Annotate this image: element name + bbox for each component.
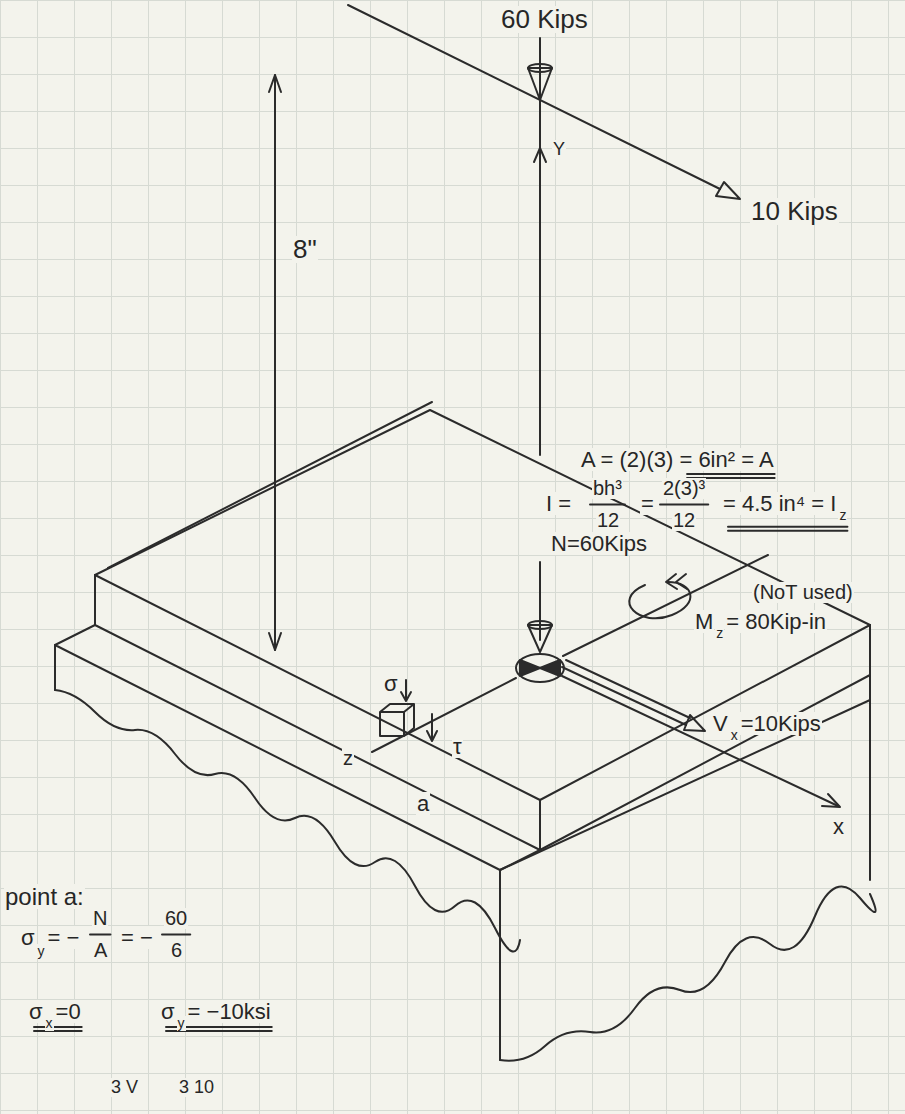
- z-axis: [563, 555, 768, 656]
- load-label: 60 Kips: [500, 6, 589, 33]
- moment-label: = 80Kip-in: [725, 610, 827, 633]
- subscript: z: [838, 508, 847, 523]
- slab-edge: [54, 645, 56, 690]
- force-label: N=60Kips: [550, 532, 648, 555]
- underline: [687, 473, 775, 475]
- heading: point a:: [4, 884, 85, 909]
- axis-label: x: [832, 815, 845, 838]
- section-point: [516, 654, 564, 682]
- moment-symbol: [676, 574, 687, 589]
- fraction-numerator: N: [92, 908, 108, 929]
- load-arrowhead: [528, 64, 552, 72]
- fraction-numerator: 2(3)³: [662, 478, 706, 499]
- result: = −10ksi: [187, 1000, 272, 1023]
- force-label: =10Kips: [740, 712, 822, 735]
- axis-label: z: [342, 748, 354, 769]
- fraction-numerator: 60: [164, 908, 188, 929]
- fraction-bar: [660, 504, 708, 506]
- slab-edge: [499, 870, 501, 1060]
- fraction-bar: [162, 934, 190, 936]
- equation: = −: [47, 926, 81, 949]
- underline: [728, 530, 847, 532]
- shear-load-line: [348, 5, 720, 189]
- force-label: V: [712, 712, 729, 735]
- subscript: z: [715, 626, 724, 641]
- dimension-label: 8": [292, 236, 318, 263]
- equation: σ: [20, 926, 36, 949]
- moment-label: M: [694, 610, 714, 633]
- moment-symbol: [629, 582, 690, 618]
- underline: [34, 1026, 82, 1028]
- equation: =: [640, 492, 655, 515]
- load-label: 10 Kips: [750, 198, 839, 225]
- block-edge: [95, 410, 870, 625]
- dimension-arrow: [269, 633, 281, 650]
- fraction-denominator: 12: [672, 510, 696, 531]
- dimension-line: [274, 75, 276, 650]
- underline: [728, 526, 847, 528]
- stress-symbol: σ: [383, 672, 399, 695]
- axis-label: Y: [552, 140, 566, 159]
- dimension-arrow: [269, 75, 281, 92]
- section-point: [520, 660, 560, 676]
- shear-force-arrow: [562, 660, 690, 725]
- result: σ: [160, 1000, 176, 1023]
- fraction-numerator: bh³: [592, 478, 623, 499]
- subscript: y: [37, 944, 46, 959]
- normal-force-arrowhead: [528, 621, 552, 629]
- result: σ: [28, 1000, 44, 1023]
- note: (NoT used): [752, 582, 854, 603]
- slab-edge: [55, 625, 540, 870]
- x-axis-arrow: [822, 794, 840, 807]
- block-edge: [95, 575, 870, 850]
- subscript: x: [45, 1016, 54, 1031]
- y-axis-arrow: [534, 148, 546, 162]
- equation: 3 V: [110, 1078, 139, 1097]
- equation: = 4.5 in⁴ = I: [722, 492, 837, 515]
- slab-edge: [500, 700, 870, 870]
- shear-force-arrowhead: [684, 715, 705, 731]
- equation: A = (2)(3) = 6in² = A: [580, 448, 775, 471]
- fraction-bar: [590, 504, 625, 506]
- block-edge: [108, 402, 432, 568]
- equation: 3 10: [178, 1078, 215, 1097]
- x-axis: [562, 676, 838, 806]
- stress-arrow: [427, 714, 437, 741]
- stress-cube: [380, 704, 414, 736]
- stress-arrow: [401, 680, 411, 701]
- fraction-denominator: 6: [170, 940, 183, 961]
- subscript: x: [730, 728, 739, 743]
- fraction-denominator: A: [93, 940, 108, 961]
- fraction-denominator: 12: [596, 510, 620, 531]
- result: =0: [55, 1000, 82, 1023]
- subscript: y: [177, 1016, 186, 1031]
- block-edge: [539, 800, 541, 850]
- stress-symbol: τ: [452, 735, 463, 758]
- break-line: [55, 690, 520, 952]
- slab-edge: [869, 625, 871, 880]
- break-line: [500, 886, 876, 1060]
- underline: [34, 1030, 82, 1032]
- point-label: a: [416, 792, 430, 815]
- fraction-bar: [90, 934, 110, 936]
- equation: I =: [545, 492, 572, 515]
- equation: = −: [120, 926, 154, 949]
- shear-load-arrowhead: [716, 182, 740, 199]
